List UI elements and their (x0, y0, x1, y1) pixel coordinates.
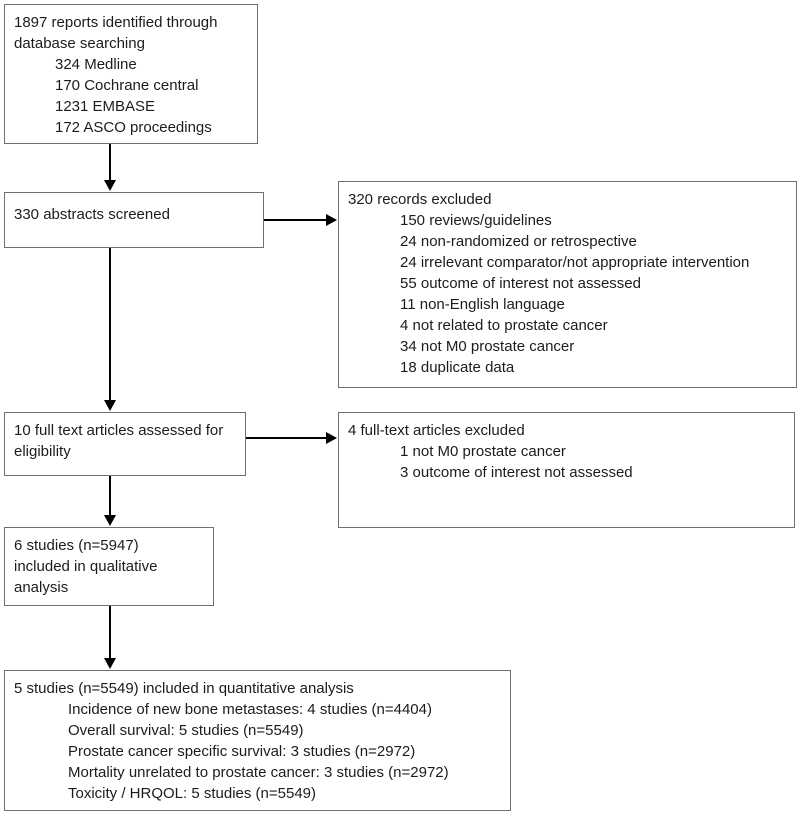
eligibility-title-line: eligibility (14, 443, 71, 460)
arrow-screened-to-excluded (264, 214, 337, 226)
arrowhead-down-icon (104, 400, 116, 411)
records-excluded-item: 24 non-randomized or retrospective (400, 233, 637, 250)
quantitative-item: Prostate cancer specific survival: 3 stu… (68, 743, 416, 760)
fulltext-excluded-item: 3 outcome of interest not assessed (400, 464, 633, 481)
fulltext-excluded-item: 1 not M0 prostate cancer (400, 443, 566, 460)
arrow-qualitative-to-quantitative (104, 606, 116, 669)
arrow-eligibility-to-qualitative (104, 476, 116, 526)
fulltext-excluded-title: 4 full-text articles excluded (348, 422, 525, 439)
quantitative-title: 5 studies (n=5549) included in quantitat… (14, 680, 354, 697)
qualitative-title-line: analysis (14, 579, 69, 596)
eligibility-title-line: 10 full text articles assessed for (14, 422, 224, 439)
identified-source-item: 1231 EMBASE (55, 98, 156, 115)
arrowhead-down-icon (104, 658, 116, 669)
box-fulltext-assessed: 10 full text articles assessed for eligi… (4, 412, 246, 476)
quantitative-item: Incidence of new bone metastases: 4 stud… (68, 701, 432, 718)
arrowhead-down-icon (104, 180, 116, 191)
screened-title: 330 abstracts screened (14, 206, 170, 223)
arrow-shaft (109, 476, 111, 518)
box-quantitative-analysis: 5 studies (n=5549) included in quantitat… (4, 670, 511, 811)
quantitative-item: Toxicity / HRQOL: 5 studies (n=5549) (68, 785, 317, 802)
arrow-identified-to-screened (104, 144, 116, 191)
qualitative-title-line: included in qualitative (14, 558, 158, 575)
arrowhead-down-icon (104, 515, 116, 526)
box-records-identified: 1897 reports identified through database… (4, 4, 258, 144)
records-excluded-item: 11 non-English language (400, 296, 565, 313)
quantitative-item: Overall survival: 5 studies (n=5549) (68, 722, 304, 739)
records-excluded-item: 150 reviews/guidelines (400, 212, 552, 229)
arrow-shaft (109, 248, 111, 403)
records-excluded-item: 34 not M0 prostate cancer (400, 338, 575, 355)
box-qualitative-analysis: 6 studies (n=5947) included in qualitati… (4, 527, 214, 606)
arrow-shaft (109, 606, 111, 661)
identified-source-item: 324 Medline (55, 56, 137, 73)
qualitative-title-line: 6 studies (n=5947) (14, 537, 139, 554)
box-abstracts-screened: 330 abstracts screened (4, 192, 264, 248)
arrow-shaft (246, 437, 329, 439)
identified-source-item: 172 ASCO proceedings (55, 119, 212, 136)
records-excluded-item: 24 irrelevant comparator/not appropriate… (400, 254, 750, 271)
arrow-eligibility-to-excluded (246, 432, 337, 444)
identified-title-line: 1897 reports identified through (14, 14, 218, 31)
quantitative-item: Mortality unrelated to prostate cancer: … (68, 764, 449, 781)
records-excluded-item: 55 outcome of interest not assessed (400, 275, 641, 292)
box-fulltext-excluded: 4 full-text articles excluded 1 not M0 p… (338, 412, 795, 528)
arrow-shaft (264, 219, 329, 221)
records-excluded-item: 4 not related to prostate cancer (400, 317, 608, 334)
arrow-screened-to-eligibility (104, 248, 116, 411)
arrow-shaft (109, 144, 111, 183)
arrowhead-right-icon (326, 432, 337, 444)
records-excluded-item: 18 duplicate data (400, 359, 515, 376)
identified-title-line: database searching (14, 35, 145, 52)
records-excluded-title: 320 records excluded (348, 191, 492, 208)
identified-source-item: 170 Cochrane central (55, 77, 199, 94)
box-records-excluded: 320 records excluded 150 reviews/guideli… (338, 181, 797, 388)
arrowhead-right-icon (326, 214, 337, 226)
